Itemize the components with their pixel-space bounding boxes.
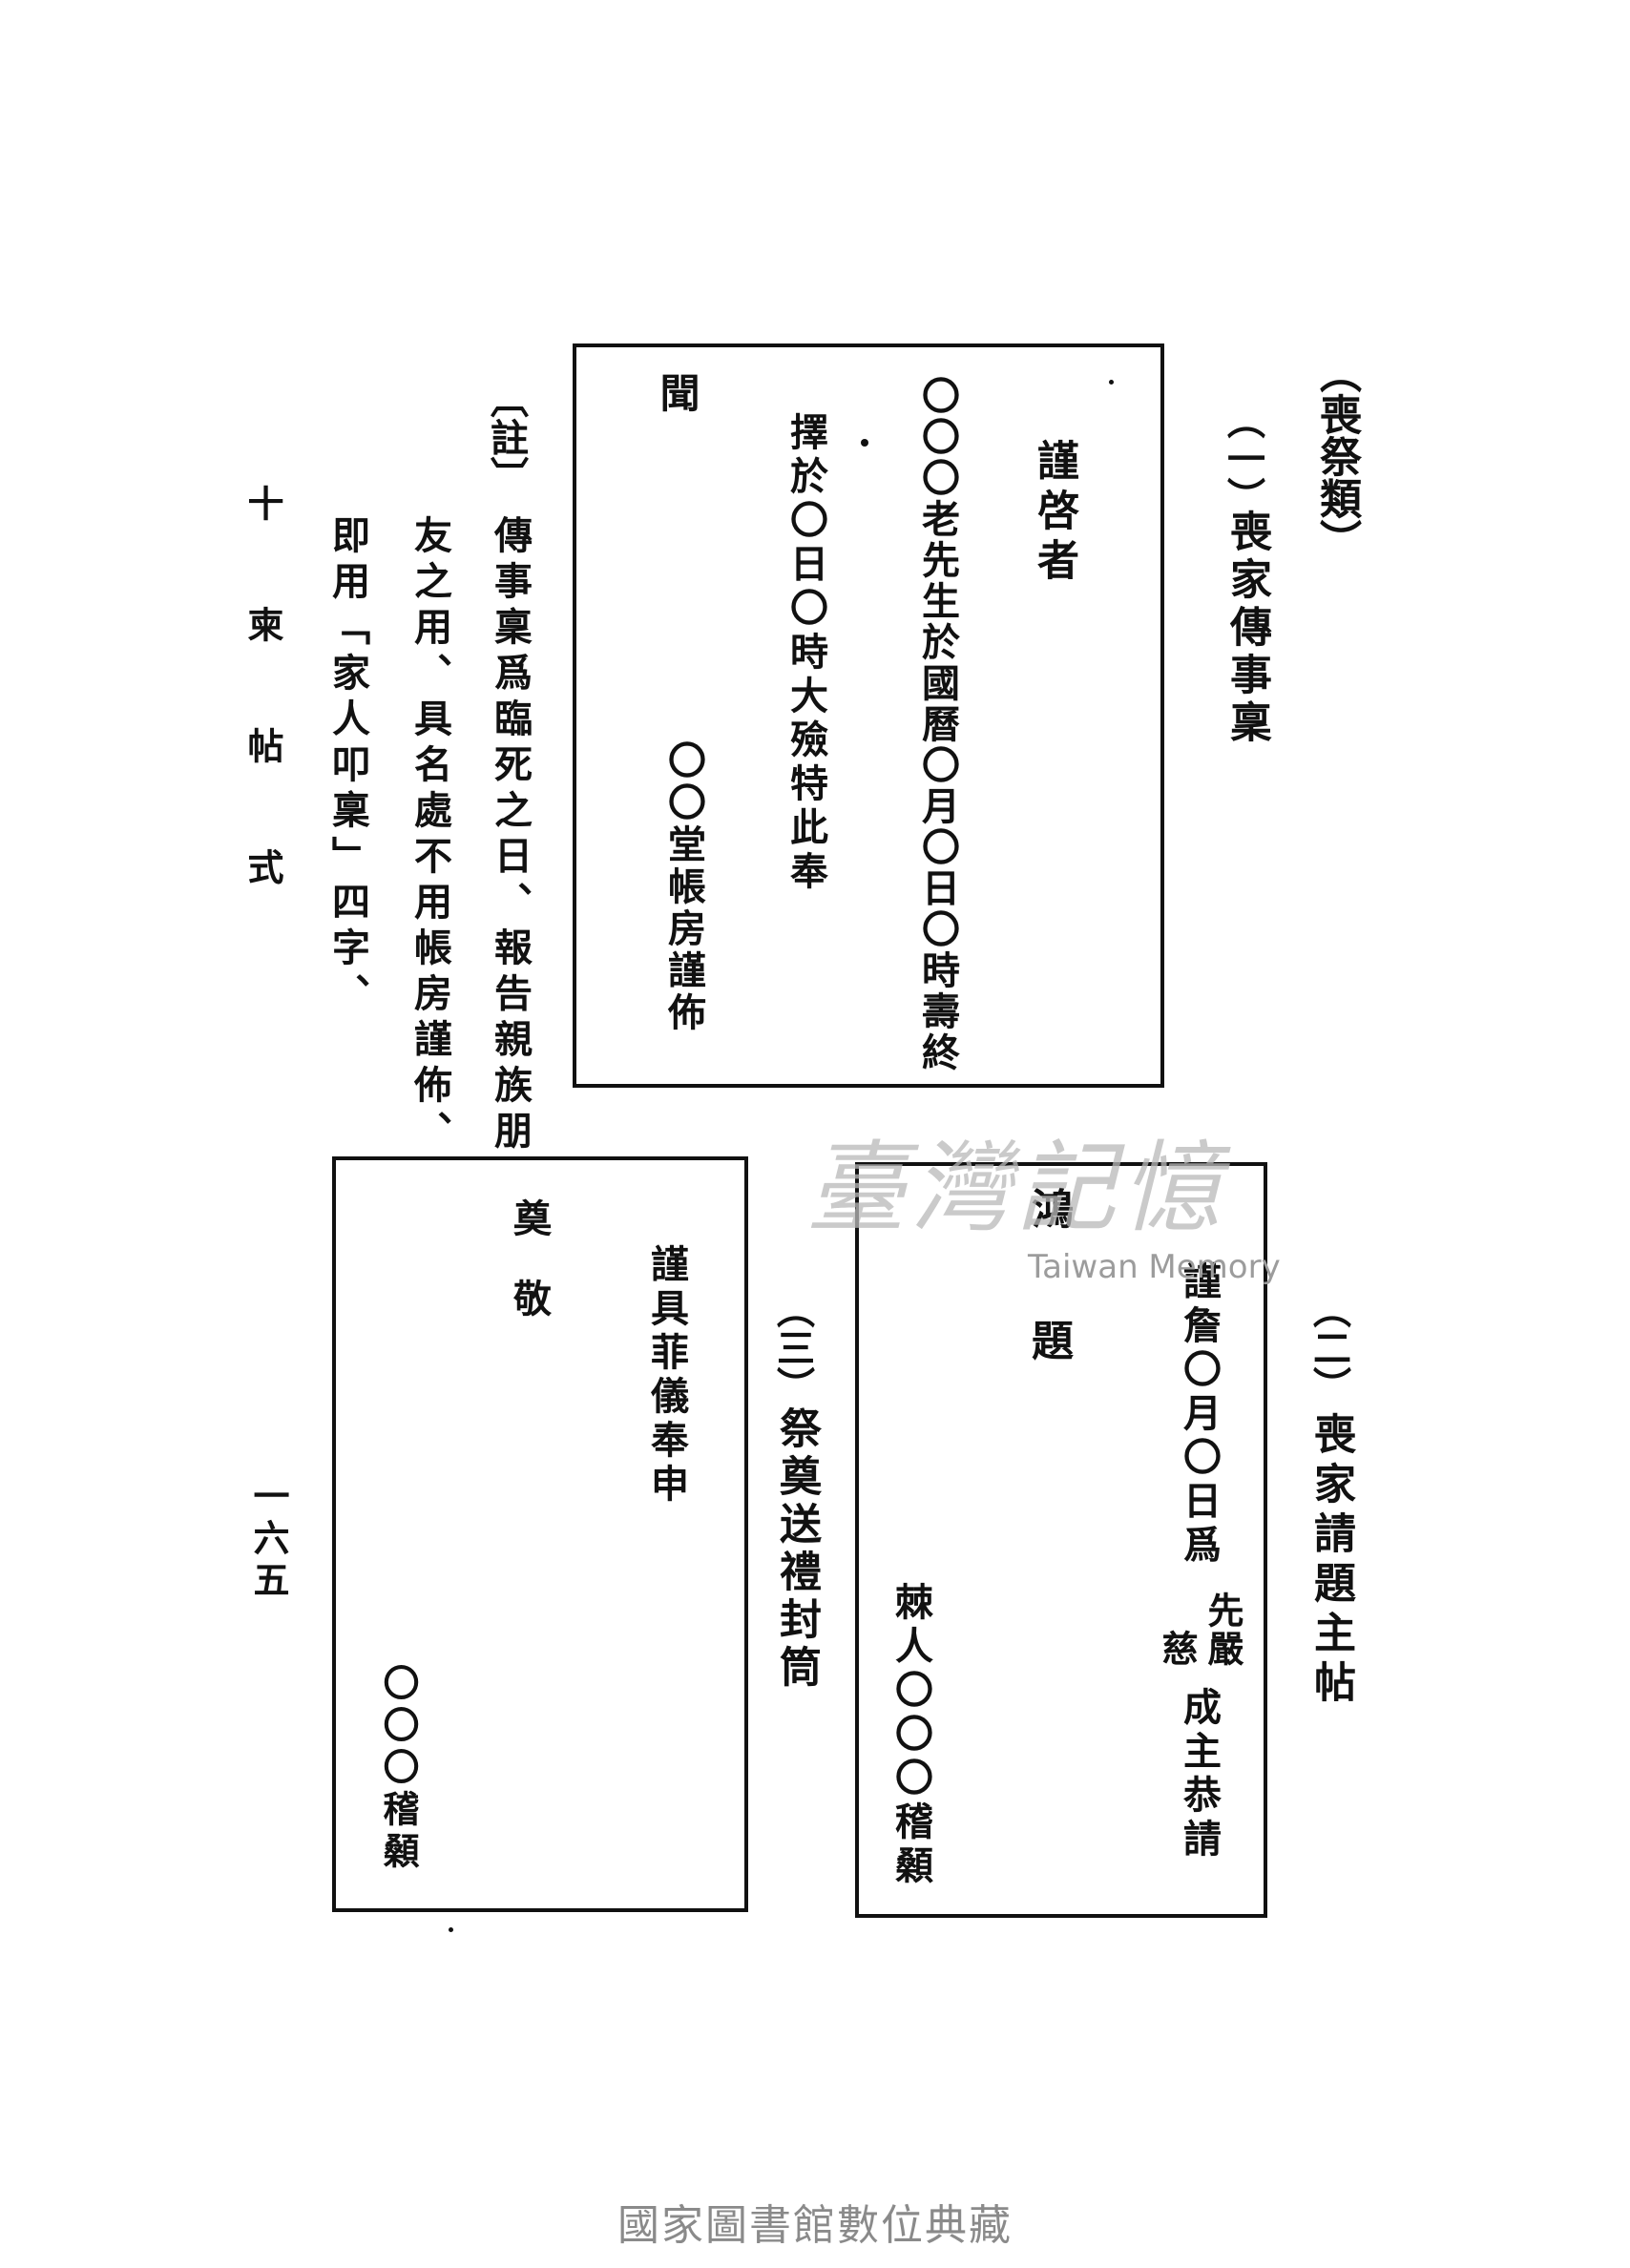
section2-card-signature: 棘人〇〇〇稽顙 — [888, 1582, 933, 1889]
print-speck — [1109, 380, 1114, 385]
section2-card-honorific: 先嚴 慈 — [1156, 1592, 1262, 1687]
section3-title: 祭奠送禮封筒 — [772, 1406, 821, 1693]
note-label: 〔註〕 — [484, 380, 529, 494]
section2-card-line1-end: 成主恭請 — [1177, 1687, 1222, 1862]
section2-number: （二） — [1306, 1290, 1351, 1404]
section1-card-line3: 聞 — [654, 372, 700, 412]
section2-card: 謹詹〇月〇日爲 先嚴 慈 成主恭請 鴻 題 棘人〇〇〇稽顙 — [855, 1162, 1267, 1918]
section2-card-honor-char1: 鴻 — [1024, 1187, 1073, 1229]
note-line1: 傳事稟爲臨死之日、報告親族朋 — [488, 515, 533, 1156]
section2-card-honorific-right: 先嚴 — [1202, 1592, 1244, 1668]
section1-card-line1: 〇〇〇老先生於國曆〇月〇日〇時壽終 — [915, 376, 960, 1073]
note-line2: 友之用、具名處不用帳房謹佈、 — [408, 515, 452, 1156]
section2-title: 喪家請題主帖 — [1306, 1412, 1355, 1710]
section3-card-honor-char1: 奠 — [507, 1198, 552, 1237]
section1-card-opening: 謹啓者 — [1030, 439, 1078, 588]
footer-collection-label: 國家圖書館數位典藏 — [617, 2201, 1013, 2250]
print-speck — [861, 439, 868, 447]
page-number: 一六五 — [247, 1477, 290, 1603]
print-speck — [449, 1927, 453, 1932]
chapter-label: 十 柬 帖 式 — [241, 485, 284, 905]
section3-card-honor-char2: 敬 — [507, 1279, 552, 1317]
section1-title: 喪家傳事稟 — [1222, 510, 1271, 748]
section3-card-line1: 謹具菲儀奉申 — [644, 1244, 689, 1508]
section2-card-honor-char2: 題 — [1024, 1319, 1073, 1361]
section3-number: （三） — [770, 1290, 815, 1404]
section1-card-signature: 〇〇堂帳房謹佈 — [661, 740, 706, 1034]
category-heading: （喪祭類） — [1312, 351, 1361, 561]
section1-number: （一） — [1221, 401, 1265, 515]
note-line3: 即用「家人叩稟」四字、 — [325, 515, 370, 1019]
section1-card-line2: 擇於〇日〇時大殮特此奉 — [784, 412, 828, 895]
section1-card: 謹啓者 〇〇〇老先生於國曆〇月〇日〇時壽終 擇於〇日〇時大殮特此奉 聞 〇〇堂帳… — [573, 343, 1164, 1088]
section3-card-signature: 〇〇〇稽顙 — [377, 1664, 420, 1874]
section2-card-honorific-left: 慈 — [1156, 1630, 1199, 1666]
section3-card: 謹具菲儀奉申 奠 敬 〇〇〇稽顙 — [332, 1156, 748, 1912]
section2-card-line1: 謹詹〇月〇日爲 — [1177, 1261, 1222, 1569]
